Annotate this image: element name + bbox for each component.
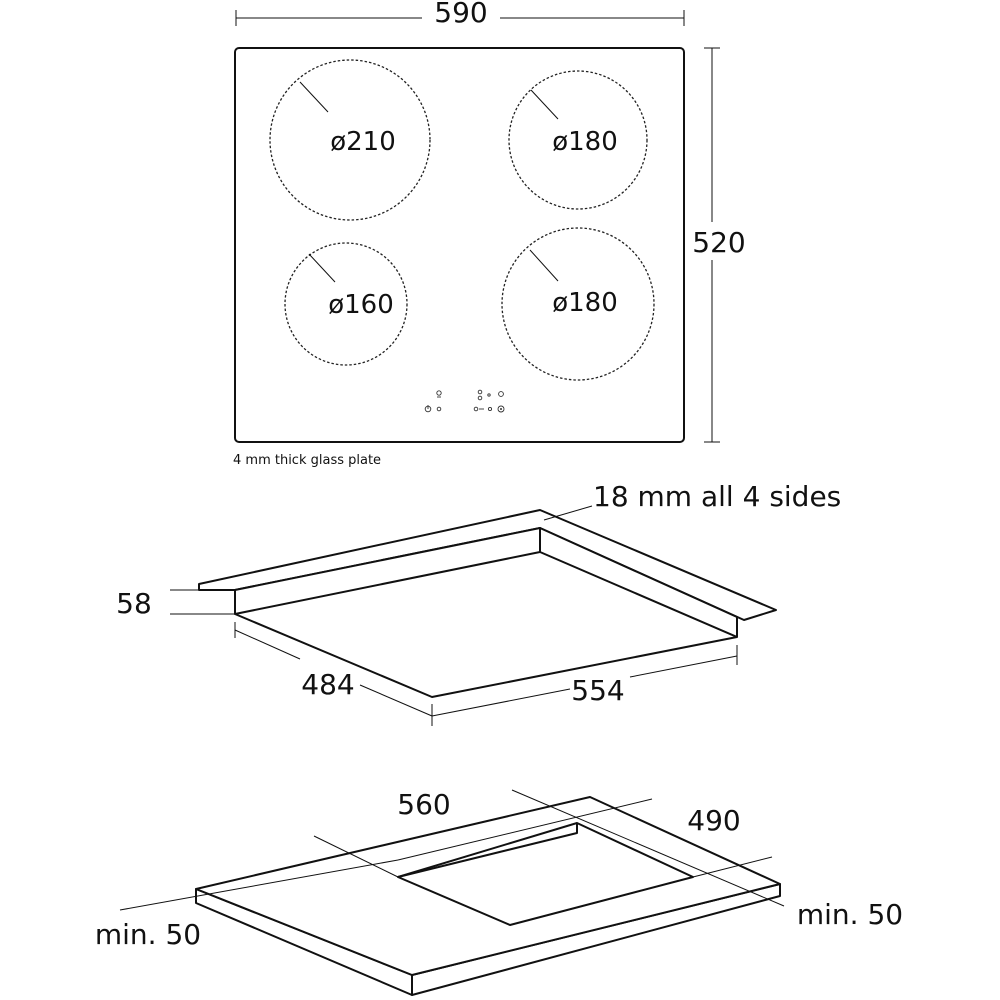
body-width-line-left	[431, 688, 571, 717]
zone-outline	[284, 242, 408, 366]
zone-radius-line	[529, 249, 559, 282]
body-depth-line-right	[359, 684, 433, 717]
zone-radius-line	[308, 253, 336, 283]
control-icon	[477, 395, 483, 401]
body-bottom-outline	[234, 613, 738, 698]
control-icon	[436, 406, 442, 412]
width-label: 590	[434, 0, 487, 29]
zone-radius-line	[530, 89, 559, 120]
body-depth-label: 484	[301, 668, 354, 701]
zone-label: ø210	[330, 127, 396, 157]
depth-label: 58	[116, 587, 152, 620]
control-icon	[487, 393, 491, 397]
cutout-width-label: 560	[397, 788, 450, 821]
right-clearance-label: min. 50	[797, 898, 903, 931]
control-icon	[477, 389, 483, 395]
control-icon	[473, 406, 479, 412]
zone-label: ø180	[552, 288, 618, 318]
zone-outline	[269, 59, 431, 221]
right-clearance-line	[692, 856, 773, 878]
timer-icon	[497, 405, 505, 413]
top-view: 590 520 ø210 ø180 ø160 ø180	[233, 0, 746, 468]
overlap-leader	[543, 505, 593, 521]
glass-note: 4 mm thick glass plate	[233, 453, 381, 468]
overlap-label: 18 mm all 4 sides	[593, 480, 841, 513]
cooking-zone-back-right: ø180	[508, 70, 648, 210]
control-icon	[498, 391, 504, 397]
cutout-view: 560 490 min. 50 min. 50	[95, 788, 903, 996]
body-width-label: 554	[571, 674, 624, 707]
cutout-depth-dimension-line	[511, 789, 785, 907]
cutout-depth-label: 490	[687, 804, 740, 837]
cutout-inner-edge	[397, 823, 578, 878]
control-icon	[487, 406, 493, 412]
body-side-face	[539, 527, 738, 638]
touch-control-panel	[424, 389, 505, 413]
control-icon	[436, 390, 442, 396]
height-label: 520	[692, 226, 745, 259]
zone-label: ø180	[552, 127, 618, 157]
timer-icon-dot	[500, 408, 502, 410]
zone-outline	[501, 227, 655, 381]
cooking-zone-back-left: ø160	[284, 242, 408, 366]
left-clearance-line	[313, 835, 399, 878]
body-front-face	[234, 527, 541, 615]
height-label-backdrop	[692, 222, 746, 260]
zone-outline	[508, 70, 648, 210]
cutout-width-dimension-line	[397, 798, 653, 861]
cutout-left-reference-line	[119, 859, 399, 911]
cooking-zone-front-right: ø180	[501, 227, 655, 381]
zone-radius-line	[299, 81, 329, 113]
side-view: 18 mm all 4 sides 58 484 554	[116, 480, 841, 726]
zone-label: ø160	[328, 290, 394, 320]
body-depth-line-left	[234, 629, 301, 660]
cooking-zone-front-left: ø210	[269, 59, 431, 221]
glass-plate	[234, 47, 685, 443]
body-width-line-right	[629, 655, 738, 678]
left-clearance-label: min. 50	[95, 918, 201, 951]
